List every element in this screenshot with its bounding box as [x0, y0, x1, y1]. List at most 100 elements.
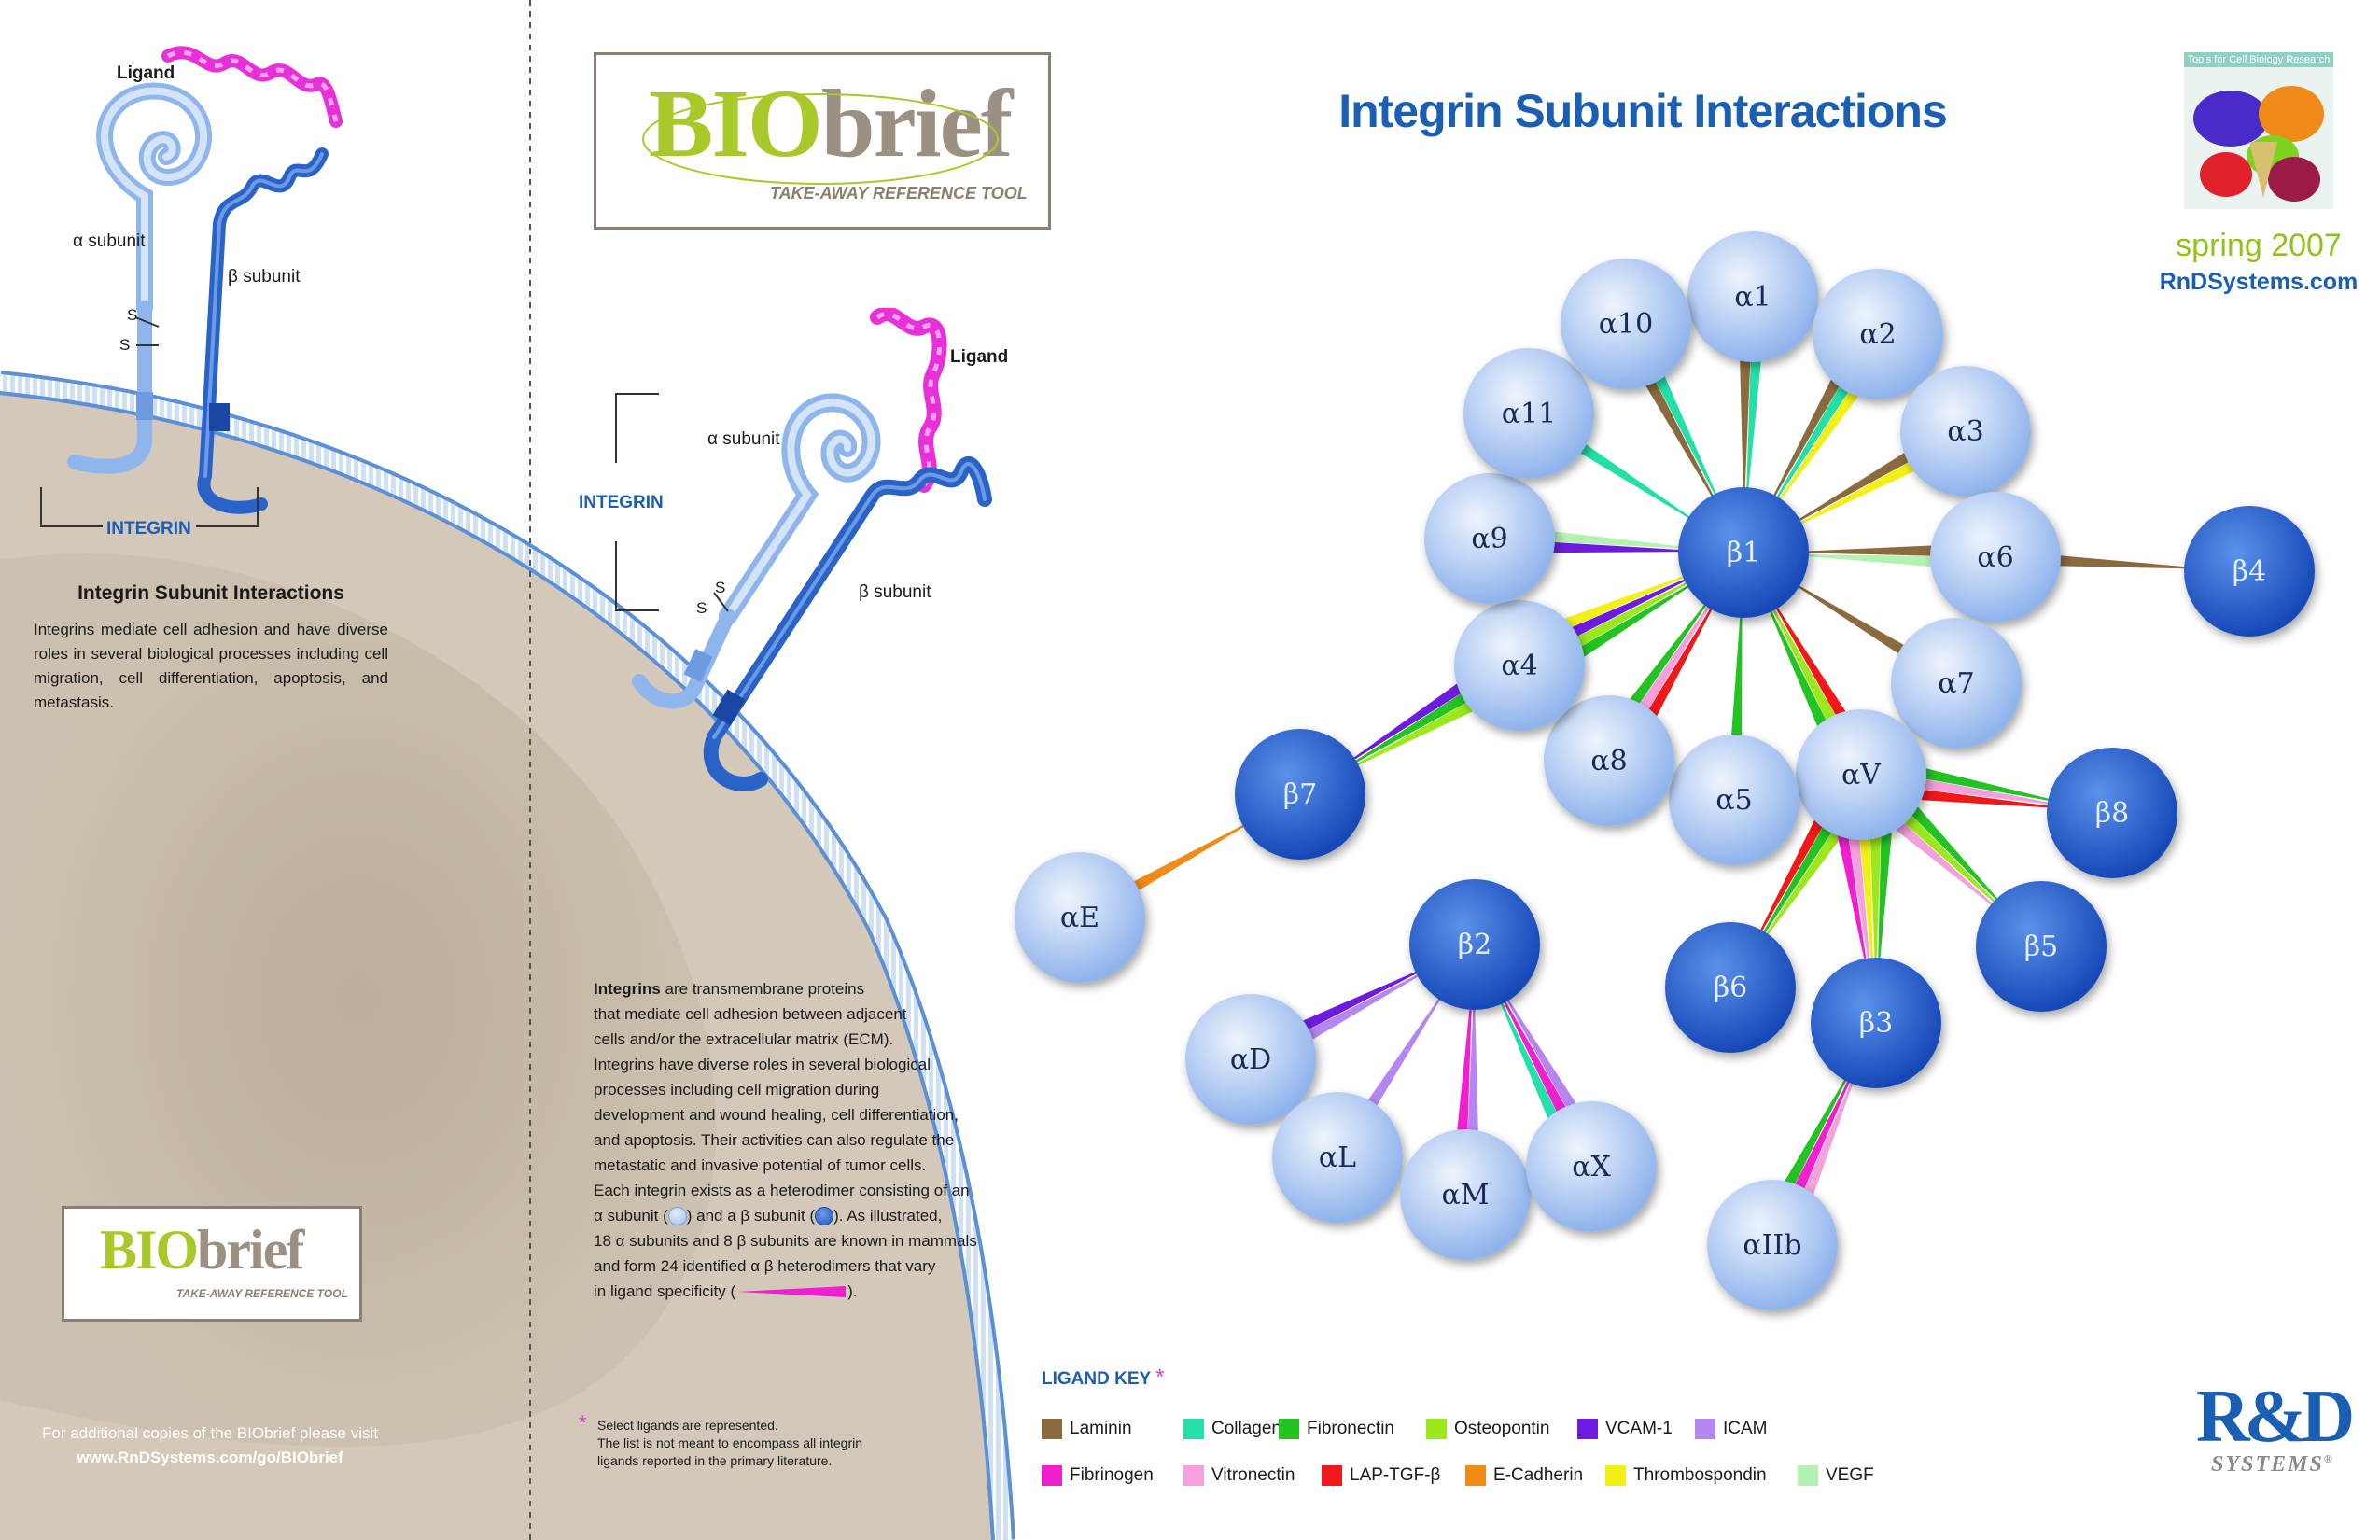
middle-s-bottom: S [696, 599, 707, 617]
legend-swatch [1605, 1465, 1626, 1486]
alpha-node-label: αL [1319, 1141, 1356, 1174]
ligand-wedge-alpha-v-beta-6-osteopontin [1750, 811, 1856, 959]
biobrief-logo-small: BIObrief TAKE-AWAY REFERENCE TOOL [62, 1206, 362, 1322]
ligand-wedge-alpha-x-beta-2-collagen [1490, 976, 1568, 1141]
beta-node-label: β6 [1714, 972, 1747, 1004]
ligand-wedge-alpha-4-beta-1-fibronectin [1560, 570, 1713, 670]
beta-node-label: β3 [1859, 1007, 1893, 1040]
website-link[interactable]: RnDSystems.com [2159, 269, 2359, 295]
alpha-node-label: αIIb [1743, 1229, 1801, 1262]
alpha-node-label: α9 [1471, 523, 1507, 555]
ligand-wedge-alpha-v-beta-1-osteopontin [1760, 584, 1849, 743]
ligand-wedge-alpha-1-beta-1-collagen [1745, 335, 1764, 517]
middle-integrin-bracket [615, 393, 659, 611]
legend-swatch [1042, 1419, 1062, 1439]
left-s-top: S [127, 306, 138, 324]
left-beta-label: β subunit [228, 267, 301, 287]
alpha-subunit-swatch [667, 1206, 687, 1225]
legend-item-icam: ICAM [1695, 1419, 1768, 1439]
ligand-wedge-alpha-v-beta-3-fibronectin [1877, 811, 1894, 987]
beta-node-label: β4 [2233, 555, 2266, 588]
beta-node-label: β7 [1283, 778, 1317, 811]
alpha-node-label: α10 [1599, 308, 1653, 341]
biobrief-tagline-large: TAKE-AWAY REFERENCE TOOL [770, 184, 1028, 203]
beta-node-circle [1678, 487, 1809, 618]
rnd-logo: R&D [2195, 1376, 2355, 1458]
alpha-node-label: α6 [1977, 541, 2013, 574]
ligand-wedge-alpha-v-beta-3-vitronectin [1845, 814, 1872, 987]
ligand-wedge-alpha-6-beta-1-vegf [1779, 553, 1957, 569]
beta-node-beta-8: β8 [2047, 748, 2177, 878]
alpha-node-circle [1796, 709, 1926, 840]
ligand-wedge-alpha-2-beta-1-collagen [1762, 364, 1863, 523]
legend-label: Fibronectin [1307, 1419, 1394, 1438]
cells-artwork-icon [2193, 86, 2324, 202]
page-title: Integrin Subunit Interactions [1338, 85, 1948, 137]
alpha-node-circle [1463, 348, 1594, 479]
alpha-node-label: αX [1572, 1151, 1611, 1183]
legend-item-lap-tgf-: LAP-TGF-β [1322, 1465, 1441, 1486]
alpha-node-circle [1272, 1092, 1403, 1223]
alpha-subunit-middle [632, 393, 881, 709]
legend-label: LAP-TGF-β [1350, 1465, 1441, 1485]
beta-subunit-middle [703, 456, 992, 791]
ligand-wedge-alpha-v-beta-3-fibrinogen [1833, 815, 1870, 987]
ligand-wedge-alpha-9-beta-1-vegf [1528, 528, 1708, 550]
middle-integrin-label: INTEGRIN [579, 493, 664, 512]
alpha-node-circle [1424, 473, 1555, 604]
beta-node-label: β1 [1727, 537, 1760, 569]
legend-label: VCAM-1 [1605, 1419, 1673, 1438]
ligand-wedge-alpha-x-beta-2-fibrinogen [1491, 976, 1579, 1135]
beta-node-beta-1: β1 [1678, 487, 1809, 618]
legend-swatch [1322, 1465, 1342, 1486]
ligand-helix-middle [870, 308, 947, 493]
ligand-wedge-alpha-11-beta-1-collagen [1558, 429, 1714, 534]
alpha-node-label: α11 [1502, 398, 1556, 430]
ligand-wedge-alpha-iib-beta-3-fibronectin [1772, 1055, 1859, 1208]
alpha-node-alpha-x: αX [1526, 1101, 1657, 1232]
middle-ligand-label: Ligand [950, 347, 1009, 367]
alpha-node-label: α5 [1715, 784, 1752, 817]
alpha-node-circle [1400, 1129, 1531, 1260]
alpha-node-circle [1707, 1180, 1838, 1310]
ligand-wedge-alpha-v-beta-3-osteopontin [1869, 812, 1882, 987]
ligand-helix [161, 46, 343, 128]
beta-node-beta-4: β4 [2184, 506, 2315, 637]
left-integrin-bracket [40, 487, 259, 527]
alpha-node-alpha-8: α8 [1544, 695, 1674, 826]
beta-node-beta-3: β3 [1811, 958, 1941, 1088]
beta-node-beta-2: β2 [1409, 879, 1540, 1010]
alpha-node-circle [1454, 600, 1585, 731]
legend-item-vcam-1: VCAM-1 [1577, 1419, 1673, 1439]
left-alpha-label: α subunit [73, 231, 146, 251]
alpha-node-alpha-2: α2 [1813, 269, 1943, 399]
left-ligand-label: Ligand [117, 63, 175, 83]
alpha-node-alpha-11: α11 [1463, 348, 1594, 479]
cell-biology-badge: Tools for Cell Biology Research [2184, 52, 2333, 209]
legend-label: Osteopontin [1454, 1419, 1550, 1438]
beta-node-beta-5: β5 [1976, 881, 2107, 1012]
alpha-node-label: α3 [1947, 415, 1983, 448]
ligand-wedge-alpha-8-beta-1-lap-tgf- [1635, 583, 1726, 738]
legend-item-osteopontin: Osteopontin [1426, 1419, 1549, 1439]
disulfide-bond [134, 316, 160, 328]
ligand-wedge-alpha-v-beta-3-thrombospondin [1857, 813, 1874, 987]
ligand-wedge-alpha-v-beta-5-osteopontin [1884, 797, 2016, 922]
legend-label: VEGF [1826, 1465, 1874, 1485]
alpha-node-circle [1669, 735, 1799, 865]
ligand-wedge-alpha-10-beta-1-laminin [1632, 358, 1727, 522]
beta-node-circle [1409, 879, 1540, 1010]
alpha-subunit-shape [67, 82, 213, 474]
alpha-node-label: α2 [1859, 318, 1896, 351]
ligand-wedge-alpha-v-beta-1-lap-tgf- [1761, 583, 1859, 737]
ligand-wedge-alpha-3-beta-1-laminin [1774, 439, 1932, 535]
left-s-bottom: S [119, 336, 131, 354]
ligand-wedge-alpha-2-beta-1-thrombospondin [1763, 371, 1873, 524]
left-footer-link[interactable]: www.RnDSystems.com/go/BIObrief [77, 1449, 343, 1466]
legend-swatch [1798, 1465, 1818, 1486]
beta-node-circle [2047, 748, 2177, 878]
alpha-node-label: αM [1442, 1179, 1490, 1211]
beta-node-label: β8 [2095, 797, 2129, 830]
alpha-node-alpha-d: αD [1185, 994, 1316, 1125]
left-integrin-illustration [67, 46, 343, 514]
